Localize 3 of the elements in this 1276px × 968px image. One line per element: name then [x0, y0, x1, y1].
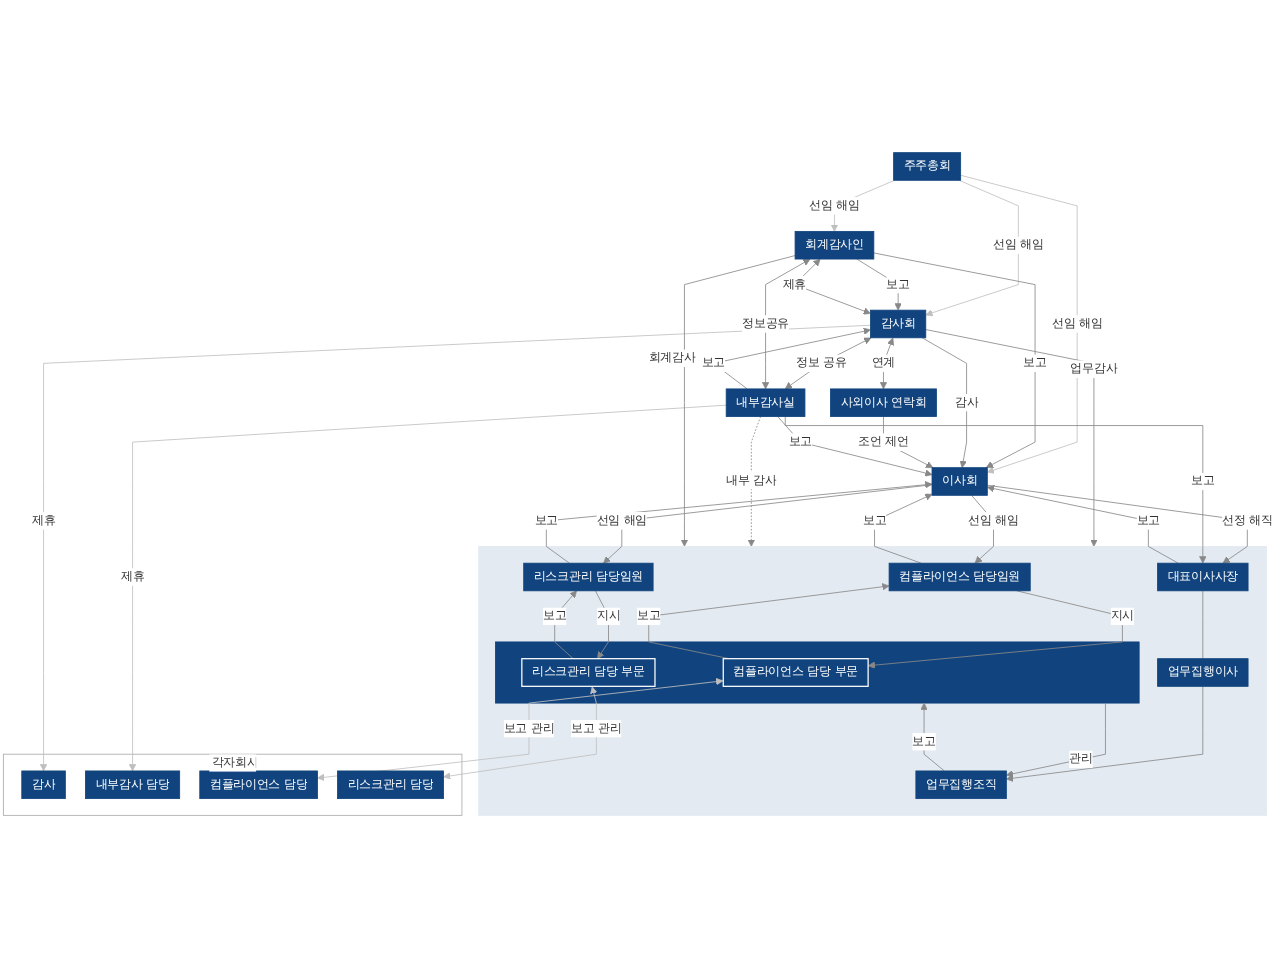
cluster: [495, 641, 1140, 704]
cluster: [478, 546, 1267, 816]
connector: [1202, 590, 1204, 660]
